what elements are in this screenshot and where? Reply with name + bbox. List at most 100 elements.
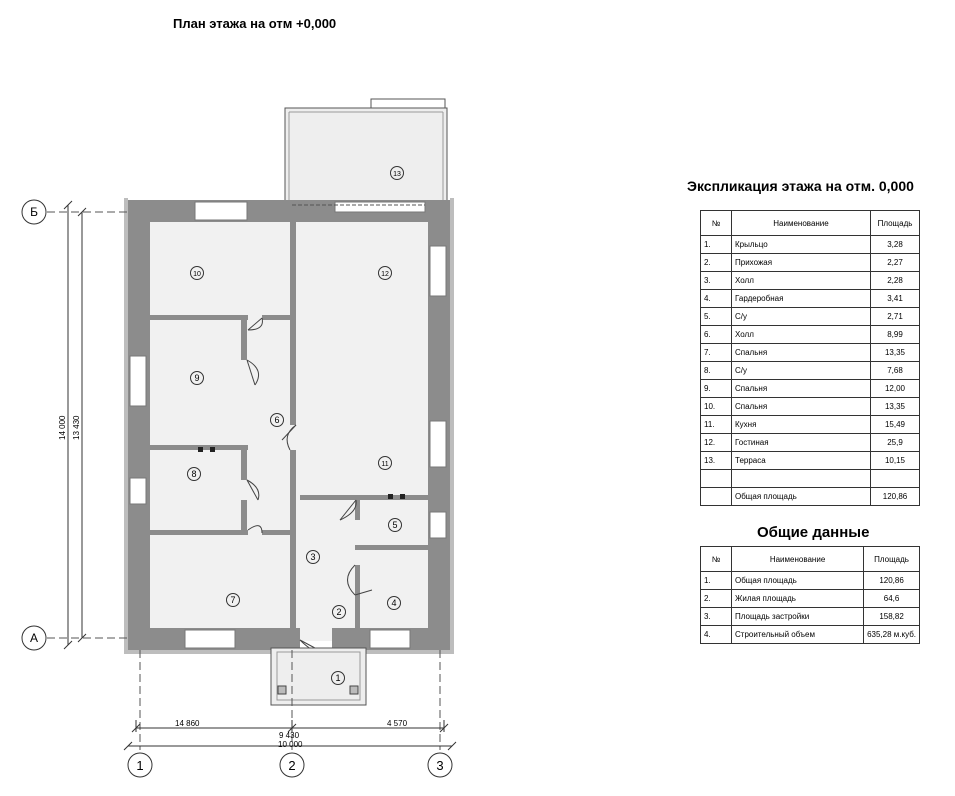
cell-area: 635,28 м.куб. bbox=[863, 625, 920, 644]
room-marker-label: 4 bbox=[391, 598, 396, 608]
cell-area: 13,35 bbox=[870, 343, 920, 362]
terrace-step bbox=[370, 98, 446, 109]
cell-number: 8. bbox=[700, 361, 732, 380]
terrace-outline bbox=[284, 107, 448, 207]
cell-empty bbox=[731, 469, 871, 488]
col-header-name: Наименование bbox=[731, 210, 871, 236]
plan-title: План этажа на отм +0,000 bbox=[173, 16, 337, 31]
cell-number: 1. bbox=[700, 571, 732, 590]
dim-bottom-left: 14 860 bbox=[175, 719, 200, 728]
general-header-row: № Наименование Площадь bbox=[700, 546, 920, 572]
room-marker-label: 11 bbox=[381, 461, 388, 468]
cell-name: С/у bbox=[731, 361, 871, 380]
cell-name: Прихожая bbox=[731, 253, 871, 272]
col-header-name: Наименование bbox=[730, 546, 865, 572]
cell-area: 64,6 bbox=[863, 589, 920, 608]
cell-name: Площадь застройки bbox=[730, 607, 865, 626]
general-data-title: Общие данные bbox=[757, 524, 870, 541]
cell-area: 8,99 bbox=[870, 325, 920, 344]
room-marker-label: 6 bbox=[274, 415, 279, 425]
cell-empty bbox=[700, 487, 732, 506]
axis-label-1: 1 bbox=[136, 758, 143, 773]
room-marker-label: 3 bbox=[310, 552, 315, 562]
cell-number: 11. bbox=[700, 415, 732, 434]
room-marker-label: 9 bbox=[194, 373, 199, 383]
room-marker-label: 10 bbox=[193, 271, 201, 278]
cell-area: 2,28 bbox=[870, 271, 920, 290]
cell-area: 12,00 bbox=[870, 379, 920, 398]
room-marker-circle bbox=[378, 266, 392, 280]
room-marker-circle bbox=[390, 166, 404, 180]
cell-area: 158,82 bbox=[863, 607, 920, 626]
room-marker-label: 5 bbox=[392, 520, 397, 530]
cell-area: 7,68 bbox=[870, 361, 920, 380]
room-marker-circle bbox=[332, 605, 346, 619]
cell-empty bbox=[870, 469, 920, 488]
cell-area: 3,28 bbox=[870, 235, 920, 254]
dim-vertical-outer: 14 000 bbox=[58, 415, 67, 440]
cell-area: 2,71 bbox=[870, 307, 920, 326]
room-marker-label: 8 bbox=[191, 469, 196, 479]
cell-area: 25,9 bbox=[870, 433, 920, 452]
cell-empty bbox=[700, 469, 732, 488]
room-marker-circle bbox=[388, 518, 402, 532]
cell-number: 13. bbox=[700, 451, 732, 470]
axis-label-2: 2 bbox=[288, 758, 295, 773]
cell-name: Холл bbox=[731, 325, 871, 344]
explication-title: Экспликация этажа на отм. 0,000 bbox=[687, 178, 914, 194]
cell-name: Строительный объем bbox=[730, 625, 865, 644]
axis-label-a: А bbox=[30, 631, 38, 645]
room-marker-circle bbox=[270, 413, 284, 427]
room-marker-circle bbox=[187, 467, 201, 481]
cell-name: Жилая площадь bbox=[730, 589, 865, 608]
cell-area: 13,35 bbox=[870, 397, 920, 416]
col-header-area: Площадь bbox=[863, 546, 920, 572]
cell-name: Общая площадь bbox=[730, 571, 865, 590]
cell-name: Крыльцо bbox=[731, 235, 871, 254]
cell-number: 2. bbox=[700, 253, 732, 272]
cell-name: Гостиная bbox=[731, 433, 871, 452]
col-header-area: Площадь bbox=[870, 210, 920, 236]
col-header-number: № bbox=[700, 546, 732, 572]
cell-area: 3,41 bbox=[870, 289, 920, 308]
dim-bottom-right: 4 570 bbox=[387, 719, 408, 728]
porch bbox=[270, 647, 367, 706]
interior-walls bbox=[148, 222, 430, 630]
room-marker-label: 7 bbox=[230, 595, 235, 605]
room-marker-circle bbox=[306, 550, 320, 564]
room-marker-label: 1 bbox=[335, 673, 340, 683]
cell-number: 10. bbox=[700, 397, 732, 416]
cell-number: 4. bbox=[700, 289, 732, 308]
cell-name: Спальня bbox=[731, 379, 871, 398]
cell-name: Гардеробная bbox=[731, 289, 871, 308]
windows bbox=[129, 201, 447, 649]
room-marker-circle bbox=[190, 266, 204, 280]
cell-area: 15,49 bbox=[870, 415, 920, 434]
dim-bottom-total: 10 000 bbox=[278, 740, 303, 749]
cell-number: 6. bbox=[700, 325, 732, 344]
room-marker-label: 2 bbox=[336, 607, 341, 617]
axis-label-b: Б bbox=[30, 205, 38, 219]
cell-name: Кухня bbox=[731, 415, 871, 434]
cell-number: 4. bbox=[700, 625, 732, 644]
cell-area: 10,15 bbox=[870, 451, 920, 470]
room-marker-circle bbox=[226, 593, 240, 607]
